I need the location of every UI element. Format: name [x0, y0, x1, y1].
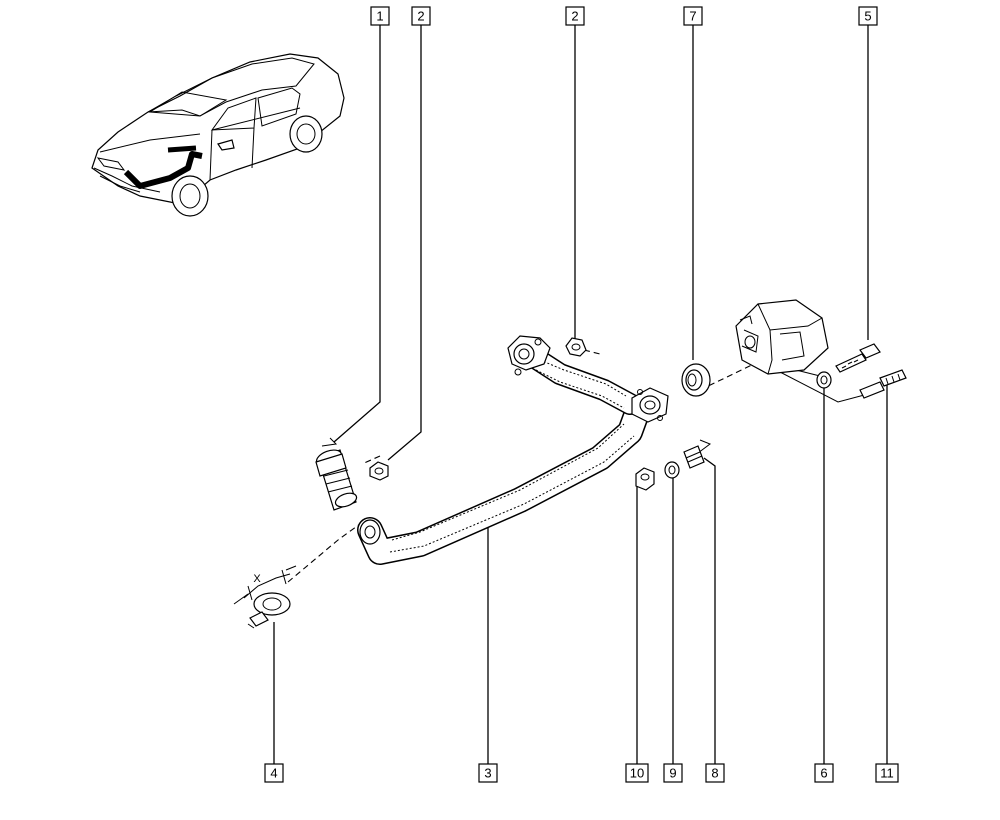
part-9-washer	[664, 461, 680, 479]
callout-6-label: 6	[820, 766, 827, 781]
car-location-illustration	[91, 53, 345, 217]
callout-5: 5	[858, 6, 878, 26]
callout-8: 8	[705, 763, 725, 783]
part-1-mount	[315, 437, 358, 511]
part-11-bolt	[859, 369, 907, 399]
leader-lines	[273, 25, 888, 764]
callout-3-label: 3	[484, 766, 491, 781]
callout-8-label: 8	[711, 766, 718, 781]
callout-11: 11	[875, 763, 899, 783]
dimension-x-label: X	[253, 573, 261, 585]
callout-11-label: 11	[880, 766, 894, 781]
callout-4-label: 4	[270, 766, 277, 781]
callout-4: 4	[264, 763, 284, 783]
part-3-exhaust-pipe	[357, 335, 669, 565]
callout-2-top: 2	[565, 6, 585, 26]
callout-2-left-label: 2	[417, 9, 424, 24]
callout-3: 3	[478, 763, 498, 783]
callout-5-label: 5	[864, 9, 871, 24]
callout-10-label: 10	[630, 766, 644, 781]
callout-6: 6	[814, 763, 834, 783]
callout-1: 1	[370, 6, 390, 26]
callout-9: 9	[663, 763, 683, 783]
part-4-clamp	[247, 592, 291, 629]
callout-7-label: 7	[689, 9, 696, 24]
part-10-nut	[635, 467, 655, 491]
callout-7: 7	[683, 6, 703, 26]
callout-10: 10	[625, 763, 649, 783]
callout-1-label: 1	[376, 9, 383, 24]
dimension-x-marker: X	[233, 565, 297, 605]
engine-manifold-block	[735, 299, 829, 375]
callout-2-top-label: 2	[571, 9, 578, 24]
part-2-nut-top	[565, 337, 587, 357]
callout-9-label: 9	[669, 766, 676, 781]
part-8-spring	[683, 445, 705, 469]
part-6-washer	[816, 371, 832, 389]
part-2-nut-left	[369, 461, 389, 481]
part-7-gasket	[681, 363, 711, 397]
callout-2-left: 2	[411, 6, 431, 26]
part-5-stud	[835, 343, 881, 373]
